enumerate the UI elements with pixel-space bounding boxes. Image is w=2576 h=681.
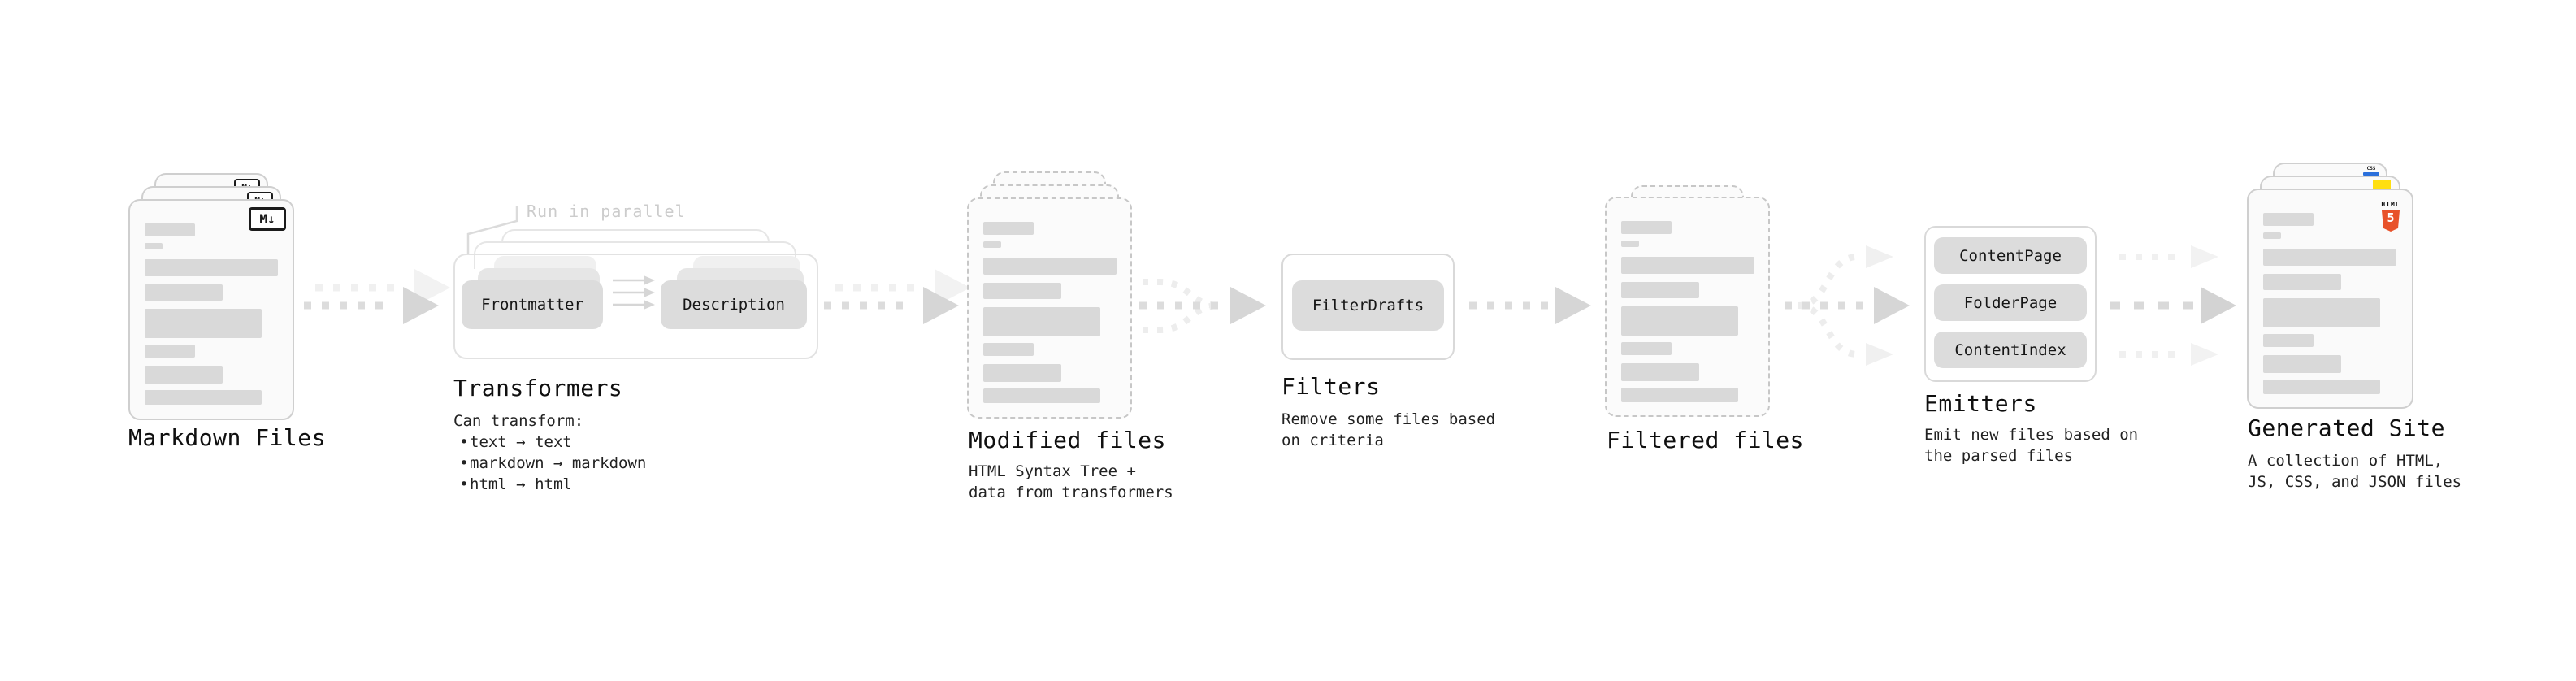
- document-content-placeholder: [1607, 198, 1768, 402]
- html5-icon: HTML 5: [2380, 194, 2401, 232]
- generated-site-title: Generated Site: [2248, 414, 2446, 441]
- css-icon-text: CSS: [2366, 166, 2376, 171]
- html5-icon-shield: 5: [2382, 210, 2400, 232]
- emitters-desc-line1: Emit new files based on: [1924, 426, 2139, 444]
- frontmatter-to-description-arrows: [613, 275, 655, 310]
- arrow-filters-to-filtered: [1469, 287, 1591, 324]
- description-chip: Description: [661, 280, 807, 329]
- filterdrafts-chip: FilterDrafts: [1292, 280, 1444, 331]
- js-icon: [2373, 180, 2391, 190]
- filtered-files-title: Filtered files: [1607, 427, 1805, 453]
- modified-desc-line1: HTML Syntax Tree +: [969, 462, 1136, 480]
- document-content-placeholder: [130, 201, 293, 405]
- folderpage-chip: FolderPage: [1934, 284, 2087, 321]
- html5-icon-five: 5: [2387, 210, 2395, 225]
- filtered-file-card-front: [1605, 197, 1770, 417]
- generated-html-card: HTML 5: [2247, 189, 2413, 409]
- document-content-placeholder: [2249, 190, 2412, 394]
- html5-icon-text: HTML: [2381, 201, 2400, 208]
- transformers-bullet-2: •markdown → markdown: [453, 453, 646, 474]
- emitters-title: Emitters: [1924, 390, 2037, 417]
- emitters-desc-line2: the parsed files: [1924, 447, 2074, 465]
- filters-description: Remove some files based on criteria: [1281, 409, 1495, 451]
- transformers-bullet-3: •html → html: [453, 474, 646, 495]
- contentpage-chip: ContentPage: [1934, 237, 2087, 274]
- modified-files-title: Modified files: [969, 427, 1167, 453]
- markdown-files-title: Markdown Files: [128, 424, 327, 451]
- transformers-description: Can transform: •text → text •markdown → …: [453, 410, 646, 495]
- transformer-frame-front: [453, 254, 818, 359]
- transformers-title: Transformers: [453, 375, 623, 401]
- filters-title: Filters: [1281, 373, 1381, 400]
- run-in-parallel-connector-line: [466, 206, 518, 254]
- filterdrafts-chip-label: FilterDrafts: [1312, 297, 1425, 314]
- modified-desc-line2: data from transformers: [969, 484, 1173, 501]
- arrow-filtered-to-emitters-split: [1785, 245, 1910, 366]
- arrow-transformers-to-modified: [824, 269, 970, 324]
- contentindex-chip: ContentIndex: [1934, 332, 2087, 368]
- filters-desc-line2: on criteria: [1281, 432, 1384, 449]
- document-content-placeholder: [969, 199, 1130, 403]
- bullet-text: markdown → markdown: [470, 454, 647, 472]
- run-in-parallel-note: Run in parallel: [527, 202, 686, 221]
- folderpage-chip-label: FolderPage: [1963, 293, 2058, 312]
- css-icon-bar: [2363, 172, 2379, 176]
- contentpage-chip-label: ContentPage: [1959, 246, 2062, 265]
- markdown-icon-glyph: M↓: [259, 211, 275, 227]
- generated-desc-line2: JS, CSS, and JSON files: [2248, 473, 2462, 491]
- modified-file-card-front: [967, 197, 1132, 419]
- markdown-icon: M↓: [249, 207, 286, 231]
- bullet-text: text → text: [470, 433, 572, 451]
- filters-desc-line1: Remove some files based: [1281, 410, 1496, 428]
- generated-site-description: A collection of HTML, JS, CSS, and JSON …: [2248, 450, 2461, 492]
- bullet-glyph: •: [459, 454, 469, 472]
- transformers-desc-heading: Can transform:: [453, 412, 584, 430]
- frontmatter-chip: Frontmatter: [462, 280, 603, 329]
- arrow-emitters-to-generated: [2110, 245, 2236, 366]
- arrow-modified-to-filters-merge: [1139, 279, 1266, 333]
- frontmatter-chip-label: Frontmatter: [481, 296, 583, 314]
- bullet-text: html → html: [470, 475, 572, 493]
- arrow-markdown-to-transformers: [304, 269, 450, 324]
- bullet-glyph: •: [459, 433, 469, 451]
- description-chip-label: Description: [683, 296, 785, 314]
- bullet-glyph: •: [459, 475, 469, 493]
- emitters-description: Emit new files based on the parsed files: [1924, 424, 2138, 466]
- css-icon: CSS: [2363, 167, 2379, 176]
- generated-desc-line1: A collection of HTML,: [2248, 452, 2444, 470]
- markdown-file-card-front: M↓: [128, 199, 294, 420]
- contentindex-chip-label: ContentIndex: [1954, 340, 2066, 359]
- modified-files-description: HTML Syntax Tree + data from transformer…: [969, 461, 1173, 503]
- transformers-bullet-1: •text → text: [453, 432, 646, 453]
